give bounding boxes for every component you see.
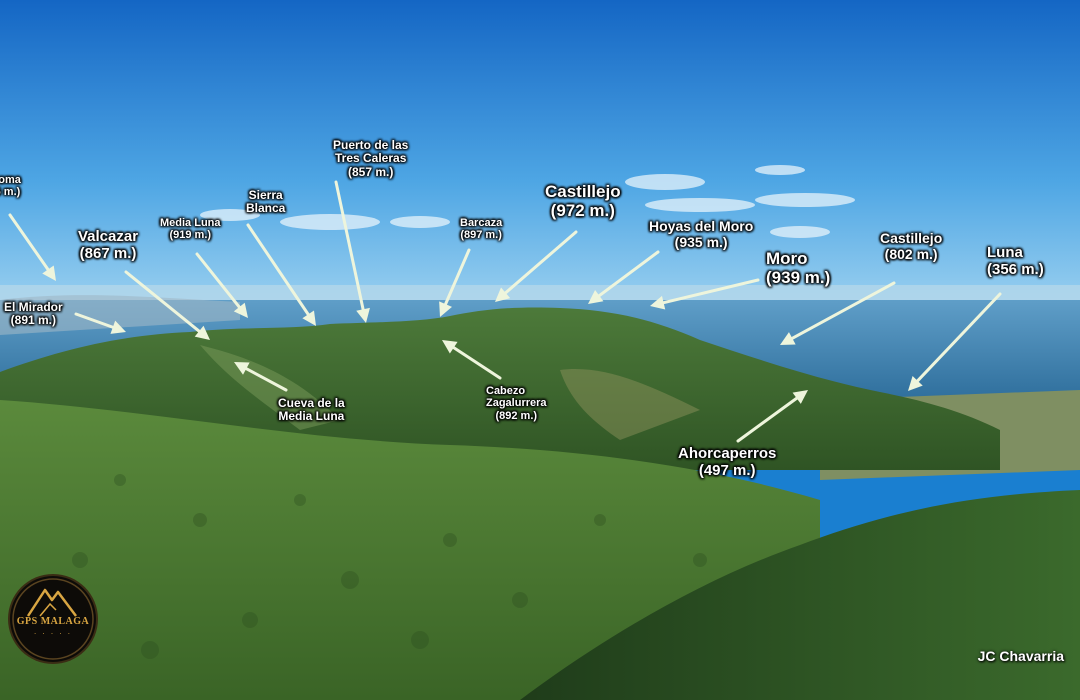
arrow-head-puerto-tres-caleras: [356, 307, 370, 323]
logo-subtitle: · · · · ·: [33, 630, 73, 638]
arrow-shaft-media-luna: [195, 252, 241, 309]
arrow-head-valcazar: [194, 325, 210, 340]
label-ahorcaperros: Ahorcaperros(497 m.): [678, 445, 777, 479]
arrow-shaft-moro: [662, 278, 760, 305]
logo-title: GPS MALAGA: [16, 616, 90, 627]
arrow-head-castillejo-802: [780, 332, 796, 345]
arrow-head-cabezo-zagalurrera: [442, 340, 458, 354]
label-aroma: roma6 m.): [0, 174, 21, 199]
label-hoyas-del-moro: Hoyas del Moro(935 m.): [649, 218, 754, 250]
arrow-head-hoyas-del-moro: [588, 290, 604, 304]
label-barcaza: Barcaza(897 m.): [460, 217, 503, 242]
arrow-head-castillejo-972: [495, 287, 511, 302]
label-castillejo-802: Castillejo(802 m.): [880, 230, 943, 262]
annotation-arrows: [8, 180, 1002, 443]
arrow-shaft-puerto-tres-caleras: [334, 180, 365, 311]
label-valcazar: Valcazar(867 m.): [78, 228, 139, 262]
label-castillejo-972: Castillejo(972 m.): [545, 182, 621, 221]
label-media-luna: Media Luna(919 m.): [160, 217, 221, 242]
arrow-shaft-ahorcaperros: [736, 396, 799, 443]
arrow-shaft-sierra-blanca: [246, 223, 310, 316]
mountain-peaks-icon: [12, 578, 94, 660]
arrow-shaft-barcaza: [444, 248, 471, 306]
arrow-head-media-luna: [233, 302, 248, 318]
photo-credit: JC Chavarria: [977, 648, 1064, 664]
arrow-head-cueva-media-luna: [234, 362, 250, 375]
arrow-head-moro: [650, 295, 666, 310]
label-luna: Luna(356 m.): [987, 244, 1044, 278]
arrow-head-barcaza: [439, 301, 452, 317]
arrow-head-el-mirador: [110, 320, 126, 334]
arrow-shaft-castillejo-972: [504, 230, 578, 295]
arrow-shaft-cueva-media-luna: [244, 367, 288, 392]
arrow-shaft-el-mirador: [74, 312, 115, 329]
arrow-head-sierra-blanca: [302, 310, 316, 326]
arrow-shaft-hoyas-del-moro: [597, 250, 660, 298]
label-el-mirador: El Mirador(891 m.): [4, 300, 63, 328]
arrow-shaft-luna: [916, 292, 1002, 383]
arrow-shaft-valcazar: [124, 270, 201, 333]
arrow-head-ahorcaperros: [792, 390, 808, 404]
arrow-shaft-cabezo-zagalurrera: [452, 346, 502, 380]
gps-malaga-logo: GPS MALAGA · · · · ·: [10, 576, 96, 662]
arrow-shaft-aroma: [8, 213, 50, 272]
label-moro: Moro(939 m.): [766, 249, 831, 288]
arrow-head-aroma: [42, 265, 56, 281]
arrow-shaft-castillejo-802: [790, 281, 896, 340]
arrow-head-luna: [908, 376, 923, 391]
